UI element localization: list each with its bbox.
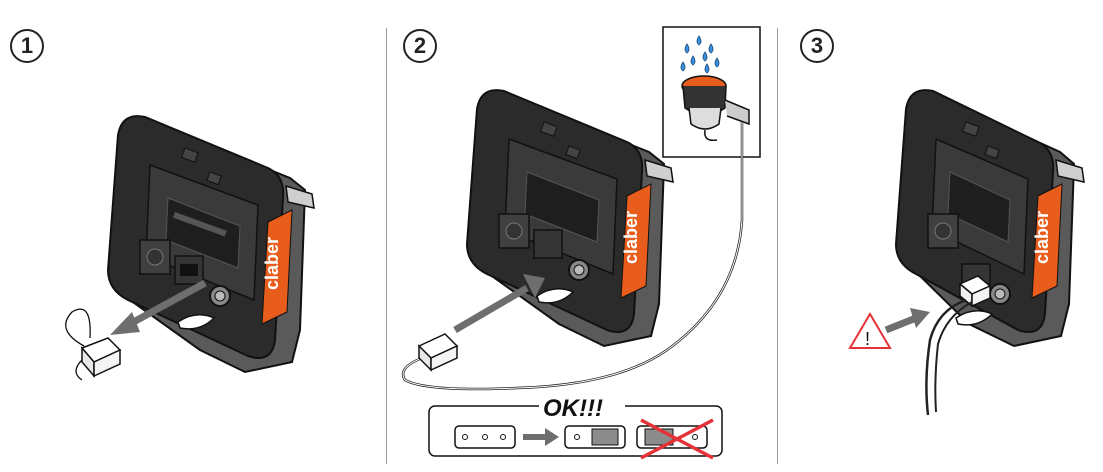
step-number-1: 1 [10, 29, 44, 63]
arrow-icon [523, 428, 559, 446]
water-drops-icon [680, 35, 720, 74]
panel-divider-1 [386, 28, 387, 464]
arrow-icon [110, 279, 207, 335]
step-number-2: 2 [403, 29, 437, 63]
sensor-cable [925, 298, 967, 416]
arrow-icon [884, 308, 930, 334]
connector-check-strip [428, 394, 723, 460]
socket-empty [454, 425, 516, 449]
warning-symbol: ! [865, 329, 870, 349]
controller-device [106, 115, 315, 374]
controller-device [894, 89, 1085, 348]
brand-label: claber [621, 211, 641, 264]
socket-wrong [636, 418, 714, 460]
connector-plug [417, 333, 459, 372]
connector-plug [65, 308, 122, 381]
step-1-illustration: claber [65, 115, 315, 381]
brand-label: claber [1032, 211, 1052, 264]
panel-divider-2 [777, 28, 778, 464]
step-number-3: 3 [800, 29, 834, 63]
rain-sensor-inset [662, 26, 761, 158]
cross-out-icon [640, 418, 714, 460]
step-2-panel: 2 [387, 0, 777, 472]
step-2-illustration: claber [401, 26, 761, 460]
socket-correct [564, 425, 626, 449]
step-1-panel: 1 [0, 0, 386, 472]
arrow-icon [453, 274, 545, 334]
step-3-illustration: claber ! [848, 89, 1085, 416]
ok-label: OK!!! [543, 395, 603, 422]
warning-triangle-icon [848, 312, 892, 349]
step-3-panel: 3 claber [778, 0, 1103, 472]
brand-label: claber [262, 237, 282, 290]
connected-plug [958, 275, 992, 308]
